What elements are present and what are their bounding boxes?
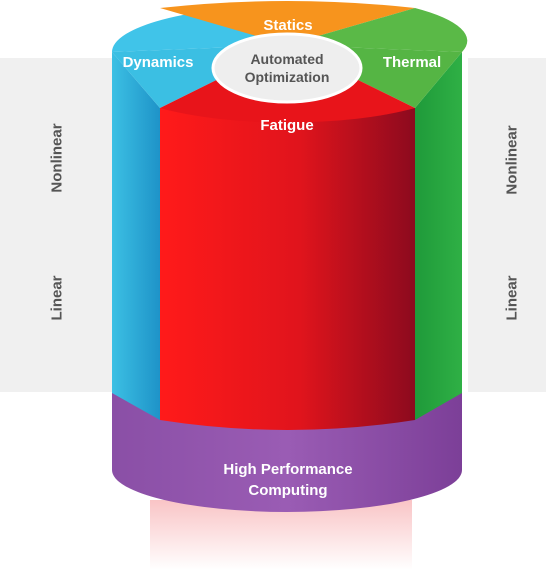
center-label-line1: Automated [250,51,323,67]
thermal-label: Thermal [383,54,441,71]
left-nonlinear-label: Nonlinear [48,123,66,193]
center-oval [211,32,363,104]
statics-label: Statics [263,17,312,34]
thermal-side [415,52,462,420]
fatigue-label: Fatigue [260,117,313,134]
dynamics-side [112,52,160,420]
base-label-line2: Computing [248,482,327,499]
base-label-line1: High Performance [223,461,352,478]
statics-top [160,1,415,45]
fatigue-front [160,108,415,430]
left-linear-label: Linear [48,275,66,321]
dynamics-label: Dynamics [123,54,194,71]
right-background-panel [468,58,546,392]
center-label-line2: Optimization [245,69,330,85]
left-background-panel [0,58,114,392]
right-linear-label: Linear [503,275,521,321]
right-nonlinear-label: Nonlinear [503,125,521,195]
